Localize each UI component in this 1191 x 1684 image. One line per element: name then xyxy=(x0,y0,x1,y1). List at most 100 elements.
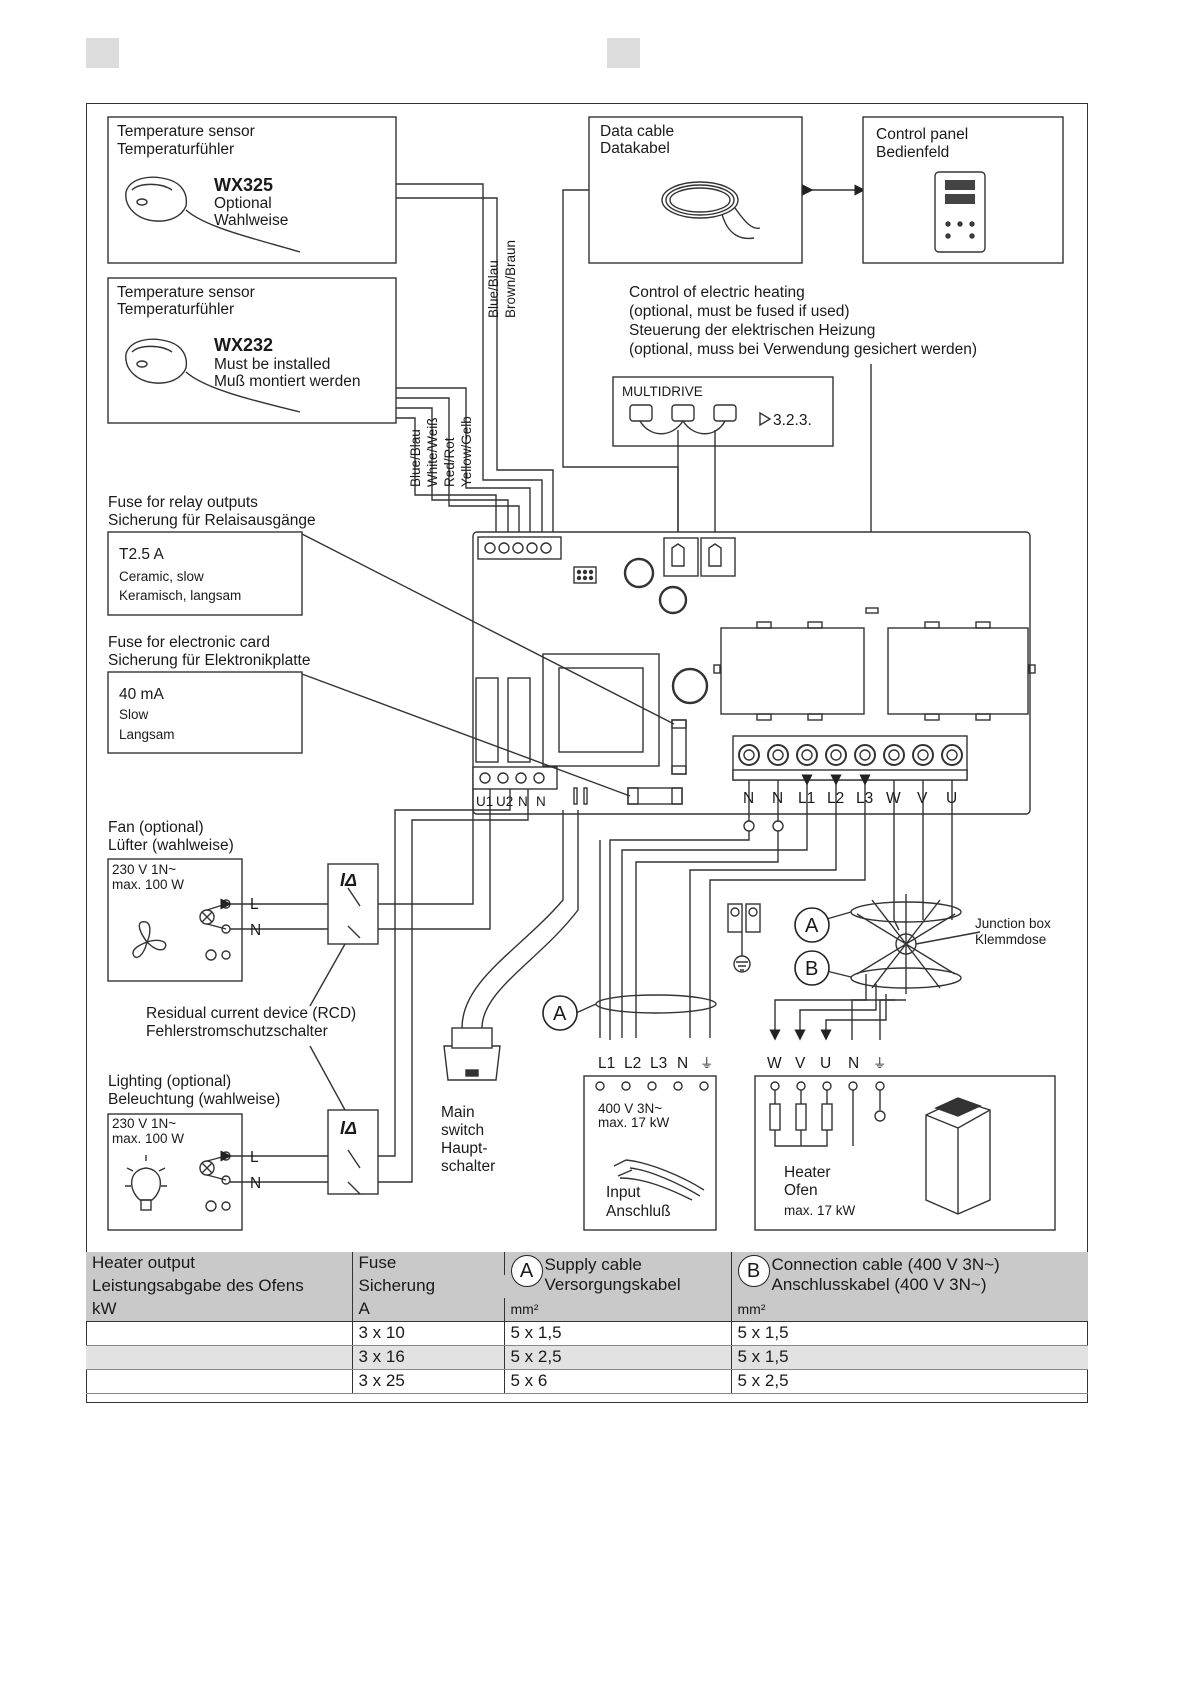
earth-icon: ⏚ xyxy=(873,1056,887,1071)
input-spec2: max. 17 kW xyxy=(598,1115,670,1130)
sensor2-title1: Temperature sensor xyxy=(117,284,255,301)
control-panel-box xyxy=(862,116,1064,264)
junction-box xyxy=(850,894,981,994)
sensor-wx232-box xyxy=(107,277,397,424)
input-label2: Anschluß xyxy=(606,1203,671,1220)
sensor2-note1: Must be installed xyxy=(214,356,330,373)
wire-label-blue-top: Blue/Blau xyxy=(486,260,501,318)
heater-terminal-label: U xyxy=(820,1055,831,1072)
lighting-box xyxy=(107,1113,243,1231)
rcd-light xyxy=(327,1109,379,1195)
fuse-relay-title2: Sicherung für Relaisausgänge xyxy=(108,512,316,529)
lighting-title2: Beleuchtung (wahlweise) xyxy=(108,1091,280,1108)
control-panel-icon xyxy=(934,171,986,253)
main-switch-line3: Haupt- xyxy=(441,1140,488,1157)
lighting-spec2: max. 100 W xyxy=(112,1131,184,1146)
heating-control-line2: (optional, must be fused if used) xyxy=(629,303,850,320)
svg-text:B: B xyxy=(805,958,818,980)
rcd-line1: Residual current device (RCD) xyxy=(146,1005,356,1022)
fuse-relay-type2: Keramisch, langsam xyxy=(119,588,241,603)
heater-stove-icon xyxy=(925,1097,991,1215)
fan-n-label: N xyxy=(250,922,261,939)
fan-spec1: 230 V 1N~ xyxy=(112,862,176,877)
table-row: 3 x 10 5 x 1,5 5 x 1,5 xyxy=(86,1321,1088,1346)
fuse-relay-rating: T2.5 A xyxy=(119,546,164,563)
fan-title2: Lüfter (wahlweise) xyxy=(108,837,234,854)
heater-spec: max. 17 kW xyxy=(784,1203,856,1218)
sensor-icon xyxy=(125,338,301,413)
heating-control-line3: Steuerung der elektrischen Heizung xyxy=(629,322,875,339)
terminal-label: N xyxy=(743,790,754,807)
control-panel-line1: Control panel xyxy=(876,126,968,143)
terminal-label: L2 xyxy=(827,790,844,807)
rcd-fan-symbol: IΔ xyxy=(340,870,357,890)
main-switch-line1: Main xyxy=(441,1104,475,1121)
main-switch-line2: switch xyxy=(441,1122,484,1139)
heating-control-line4: (optional, muss bei Verwendung gesichert… xyxy=(629,341,977,358)
control-panel-line2: Bedienfeld xyxy=(876,144,949,161)
fuse-relay-title1: Fuse for relay outputs xyxy=(108,494,258,511)
fan-box xyxy=(107,858,243,982)
main-switch-line4: schalter xyxy=(441,1158,495,1175)
page-tab-right xyxy=(607,38,640,68)
wire-label-brown-top: Brown/Braun xyxy=(503,240,518,318)
cable-marker-b: B xyxy=(794,950,830,986)
fuse-relay-box xyxy=(107,531,303,616)
svg-text:A: A xyxy=(553,1003,567,1025)
fan-icon xyxy=(132,921,167,959)
sensor-icon xyxy=(125,176,301,253)
terminal-label: U2 xyxy=(496,794,513,809)
heater-label2: Ofen xyxy=(784,1182,818,1199)
heating-control-line1: Control of electric heating xyxy=(629,284,805,301)
multidrive-box xyxy=(612,376,834,447)
lighting-spec1: 230 V 1N~ xyxy=(112,1116,176,1131)
input-terminal-label: L3 xyxy=(650,1055,667,1072)
fan-l-label: L xyxy=(250,896,259,913)
sensor2-note2: Muß montiert werden xyxy=(214,373,360,390)
earth-terminal xyxy=(727,903,761,973)
fuse-card-type2: Langsam xyxy=(119,727,175,742)
fan-spec2: max. 100 W xyxy=(112,877,184,892)
data-cable-line1: Data cable xyxy=(600,123,674,140)
table-unit-kw: kW xyxy=(86,1298,353,1322)
rcd-line2: Fehlerstromschutzschalter xyxy=(146,1023,328,1040)
heater-label1: Heater xyxy=(784,1164,831,1181)
sensor1-note1: Optional xyxy=(214,195,272,212)
fuse-card-rating: 40 mA xyxy=(119,686,164,703)
table-header-fuse: Fuse xyxy=(352,1252,505,1275)
heater-terminal-label: V xyxy=(795,1055,806,1072)
data-cable-box xyxy=(588,116,803,264)
terminal-label: V xyxy=(917,790,928,807)
cable-marker-a: A xyxy=(510,1255,543,1287)
terminal-label: W xyxy=(886,790,901,807)
lighting-l-label: L xyxy=(250,1149,259,1166)
sensor1-model: WX325 xyxy=(214,175,273,195)
sensor1-note2: Wahlweise xyxy=(214,212,288,229)
heater-terminal-label: N xyxy=(848,1055,859,1072)
cable-marker-a: A xyxy=(542,995,578,1031)
earth-icon: ⏚ xyxy=(700,1056,714,1071)
wire-label-yellow: Yellow/Gelb xyxy=(459,416,474,487)
cable-marker-b: B xyxy=(737,1255,770,1287)
terminal-label: L1 xyxy=(798,790,815,807)
light-bulb-icon xyxy=(125,1155,167,1211)
lighting-title1: Lighting (optional) xyxy=(108,1073,231,1090)
heater-box xyxy=(754,1075,1056,1231)
fuse-card-box xyxy=(107,671,303,754)
terminal-label: N xyxy=(536,794,546,809)
fuse-card-title2: Sicherung für Elektronikplatte xyxy=(108,652,310,669)
page-tab-left xyxy=(86,38,119,68)
table-header-fuse-de: Sicherung xyxy=(352,1275,504,1298)
input-terminal-label: L1 xyxy=(598,1055,615,1072)
table-row: 3 x 25 5 x 6 5 x 2,5 xyxy=(86,1369,1088,1394)
sensor2-model: WX232 xyxy=(214,335,273,355)
terminal-label: N xyxy=(518,794,528,809)
table-header-output: Heater output xyxy=(86,1252,353,1275)
input-box xyxy=(583,1075,717,1231)
junction-box-line2: Klemmdose xyxy=(975,932,1046,947)
sensor1-title2: Temperaturfühler xyxy=(117,141,234,158)
table-unit-mm2: mm² xyxy=(731,1298,1088,1322)
lighting-n-label: N xyxy=(250,1175,261,1192)
